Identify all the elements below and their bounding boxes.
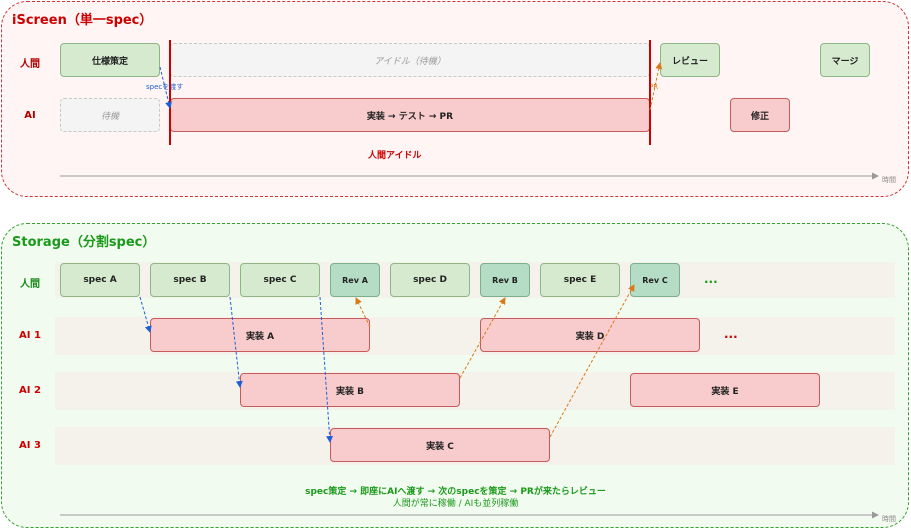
spec-d-box: spec D: [390, 263, 470, 297]
rev-c-box: Rev C: [630, 263, 680, 297]
handoff-arrow-a: [139, 296, 152, 333]
impl-b-box: 実装 B: [240, 373, 460, 407]
rev-b-box: Rev B: [480, 263, 530, 297]
spec-b-box: spec B: [150, 263, 230, 297]
review-box: レビュー: [660, 43, 720, 77]
caption-line-1: spec策定 → 即座にAIへ渡す → 次のspecを策定 → PRが来たらレビ…: [305, 487, 606, 497]
single-spec-title: iScreen（単一spec）: [12, 13, 153, 28]
spec-e-box: spec E: [540, 263, 620, 297]
row-label-ai3: AI 3: [19, 440, 41, 451]
rev-a-box: Rev A: [330, 263, 380, 297]
top-time-label: 時間: [882, 176, 896, 184]
row-label-human: 人間: [20, 59, 40, 70]
caption-line-2: 人間が常に稼働 / AIも並列稼働: [392, 499, 519, 509]
split-spec-title: Storage（分割spec）: [12, 235, 156, 250]
pr-arrow-top: [649, 62, 663, 111]
pr-arrow-c: [549, 284, 635, 438]
spec-drafting-box: 仕様策定: [60, 43, 160, 77]
row-label-ai1: AI 1: [19, 330, 41, 341]
human-more-ellipsis: ...: [704, 272, 718, 286]
spec-a-box: spec A: [60, 263, 140, 297]
pr-arrow-b: [459, 297, 506, 379]
impl-c-box: 実装 C: [330, 428, 550, 462]
pr-arrow-a: [355, 297, 371, 328]
impl-d-box: 実装 D: [480, 318, 700, 352]
impl-e-box: 実装 E: [630, 373, 820, 407]
implement-test-pr-box: 実装 → テスト → PR: [170, 98, 650, 132]
row-label-human-bottom: 人間: [20, 279, 40, 290]
human-idle-note: 人間アイドル: [368, 151, 422, 161]
pr-label: PR: [649, 83, 659, 91]
handoff-arrow-top: [159, 66, 172, 109]
spec-c-box: spec C: [240, 263, 320, 297]
ai1-more-ellipsis: ...: [724, 327, 738, 341]
merge-box: マージ: [820, 43, 870, 77]
row-label-ai2: AI 2: [19, 385, 41, 396]
bottom-time-label: 時間: [882, 515, 896, 523]
fix-box: 修正: [730, 98, 790, 132]
impl-a-box: 実装 A: [150, 318, 370, 352]
ai-idle-box: 待機: [60, 98, 160, 132]
row-label-ai: AI: [24, 110, 36, 121]
handoff-arrow-c: [319, 296, 334, 443]
handoff-arrow-b: [229, 296, 243, 388]
human-idle-box: アイドル（待機）: [170, 43, 650, 77]
